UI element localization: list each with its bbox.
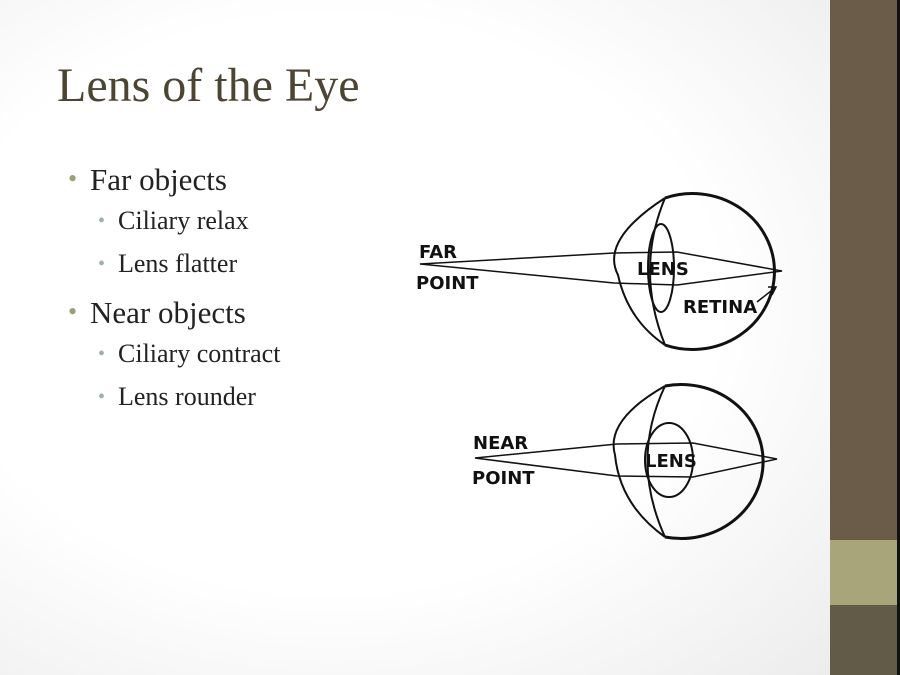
- retina-label: RETINA: [683, 297, 757, 318]
- sub-bullet: Lens flatter: [68, 249, 280, 292]
- far-label: FAR: [419, 242, 457, 263]
- sub-bullet: Ciliary relax: [68, 206, 280, 249]
- near-eye: NEAR POINT LENS: [472, 383, 778, 540]
- bullet-near-objects: Near objects: [68, 295, 280, 339]
- side-bar-bottom: [830, 605, 897, 675]
- far-eye: FAR POINT LENS RETINA: [416, 192, 783, 351]
- bullet-list: Far objects Ciliary relax Lens flatter N…: [68, 162, 280, 425]
- point-label: POINT: [416, 273, 479, 294]
- slide-title: Lens of the Eye: [57, 59, 360, 112]
- side-bar-accent: [830, 540, 897, 605]
- sub-bullet: Ciliary contract: [68, 339, 280, 382]
- lens-label: LENS: [637, 259, 689, 280]
- lens-label: LENS: [645, 451, 697, 472]
- window-edge: [897, 0, 900, 675]
- bullet-far-objects: Far objects: [68, 162, 280, 206]
- sub-bullet: Lens rounder: [68, 382, 280, 425]
- near-label: NEAR: [473, 433, 528, 454]
- eye-diagram: FAR POINT LENS RETINA NEAR POINT LENS: [416, 192, 783, 540]
- point-label: POINT: [472, 468, 535, 489]
